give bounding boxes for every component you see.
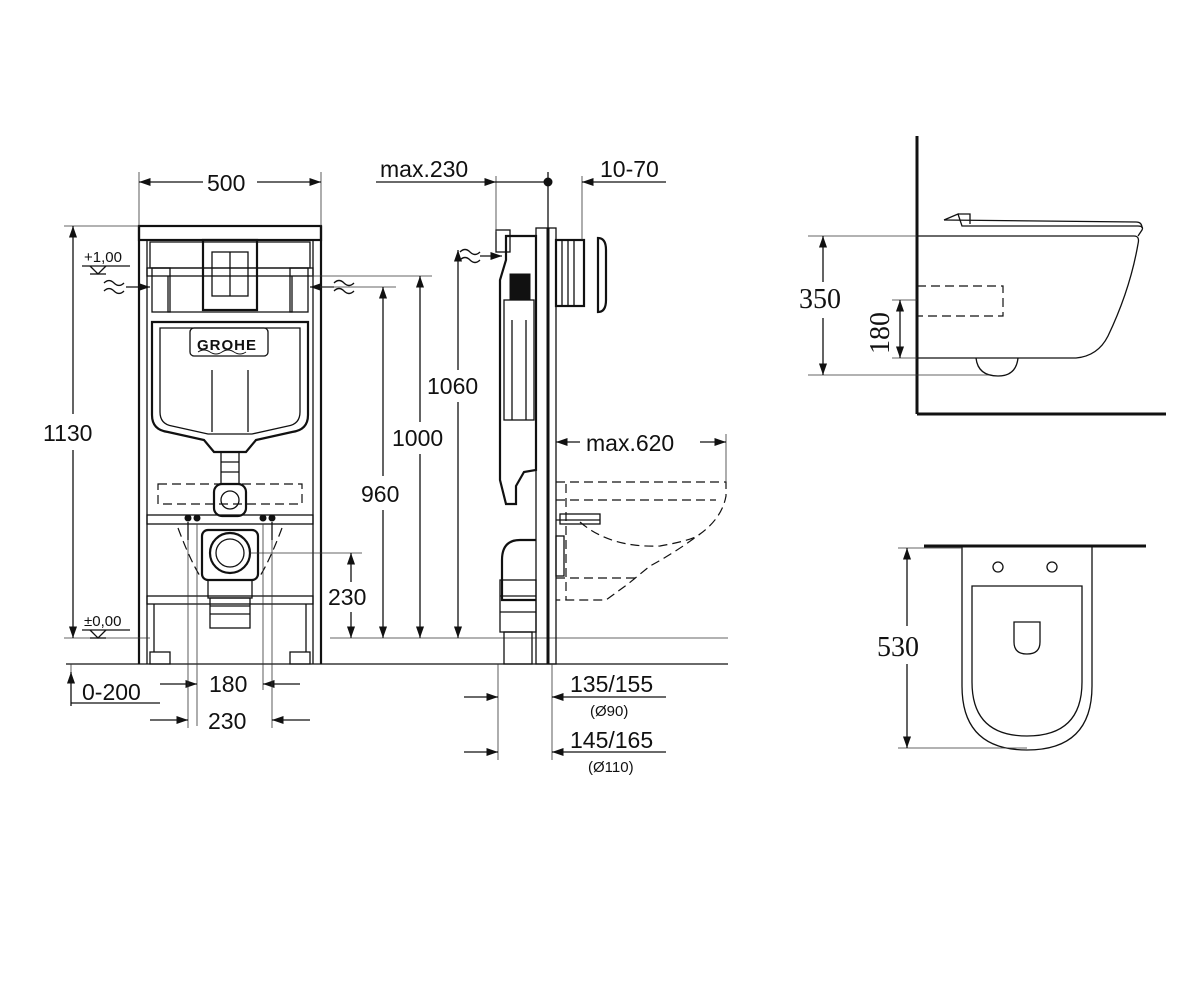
dim-width: 500 (138, 170, 322, 226)
water-inlet-left (103, 279, 150, 295)
dim-pipe-110-sub: (Ø110) (588, 759, 634, 776)
dim-230-height: 230 (250, 552, 366, 638)
dim-total-height-label: 1130 (43, 420, 92, 446)
dim-max620: max.620 (556, 430, 727, 482)
level-top-marker: +1,00 (82, 249, 130, 275)
dim-1060: 1060 (427, 250, 478, 638)
dim-total-height: 1130 (43, 225, 150, 639)
dim-10-70: 10-70 (543, 156, 666, 240)
flush-pipe (157, 451, 303, 518)
dim-offset: 0-200 (66, 664, 160, 706)
dim-max230-label: max.230 (380, 156, 468, 182)
level-floor-marker: ±0,00 (82, 613, 130, 639)
dim-230-height-label: 230 (328, 584, 366, 610)
grohe-logo (189, 327, 269, 357)
dim-pipe-110: 145/165 (Ø110) (464, 727, 666, 776)
dim-width-label: 500 (207, 170, 245, 196)
dim-230-width-label: 230 (208, 708, 246, 734)
brand-label: GROHE (197, 337, 257, 354)
dim-1060-label: 1060 (427, 373, 478, 399)
bowl-drain (1013, 621, 1041, 655)
bowl-outline-dashed (555, 481, 727, 601)
bowl-top-outline (961, 546, 1093, 751)
level-top-label: +1,00 (84, 249, 122, 266)
bowl-body (917, 235, 1140, 359)
level-floor-label: ±0,00 (84, 613, 121, 630)
dim-pipe-90: 135/155 (Ø90) (464, 664, 666, 760)
dim-max620-label: max.620 (586, 430, 674, 456)
dim-max230: max.230 (376, 156, 548, 232)
side-view: max.230 10-70 max.620 135/155 (Ø90) (376, 156, 727, 776)
dim-350-label: 350 (799, 284, 841, 315)
front-view: GROHE (43, 170, 728, 734)
bowl-side-view: 350 180 (799, 136, 1166, 416)
dim-530-label: 530 (877, 632, 919, 663)
dim-1000-label: 1000 (392, 425, 443, 451)
actuator-plate-side (554, 238, 586, 308)
cistern: GROHE (149, 238, 311, 454)
dim-960: 960 (320, 286, 399, 638)
dim-pipe-90-label: 135/155 (570, 671, 653, 697)
dim-1000: 1000 (310, 275, 443, 638)
drain-outlet (177, 514, 283, 629)
dim-180-label: 180 (209, 671, 247, 697)
dim-pipe-90-sub: (Ø90) (590, 703, 628, 720)
dim-230-width: 230 (150, 540, 310, 734)
dim-10-70-label: 10-70 (600, 156, 659, 182)
dim-pipe-110-label: 145/165 (570, 727, 653, 753)
dim-180-bowl-label: 180 (865, 312, 896, 354)
installation-frame (137, 224, 323, 665)
bowl-top-view: 530 (877, 544, 1146, 751)
flush-plate (201, 238, 259, 312)
dim-960-label: 960 (361, 481, 399, 507)
dim-180: 180 (160, 524, 300, 726)
dim-offset-label: 0-200 (82, 679, 141, 705)
